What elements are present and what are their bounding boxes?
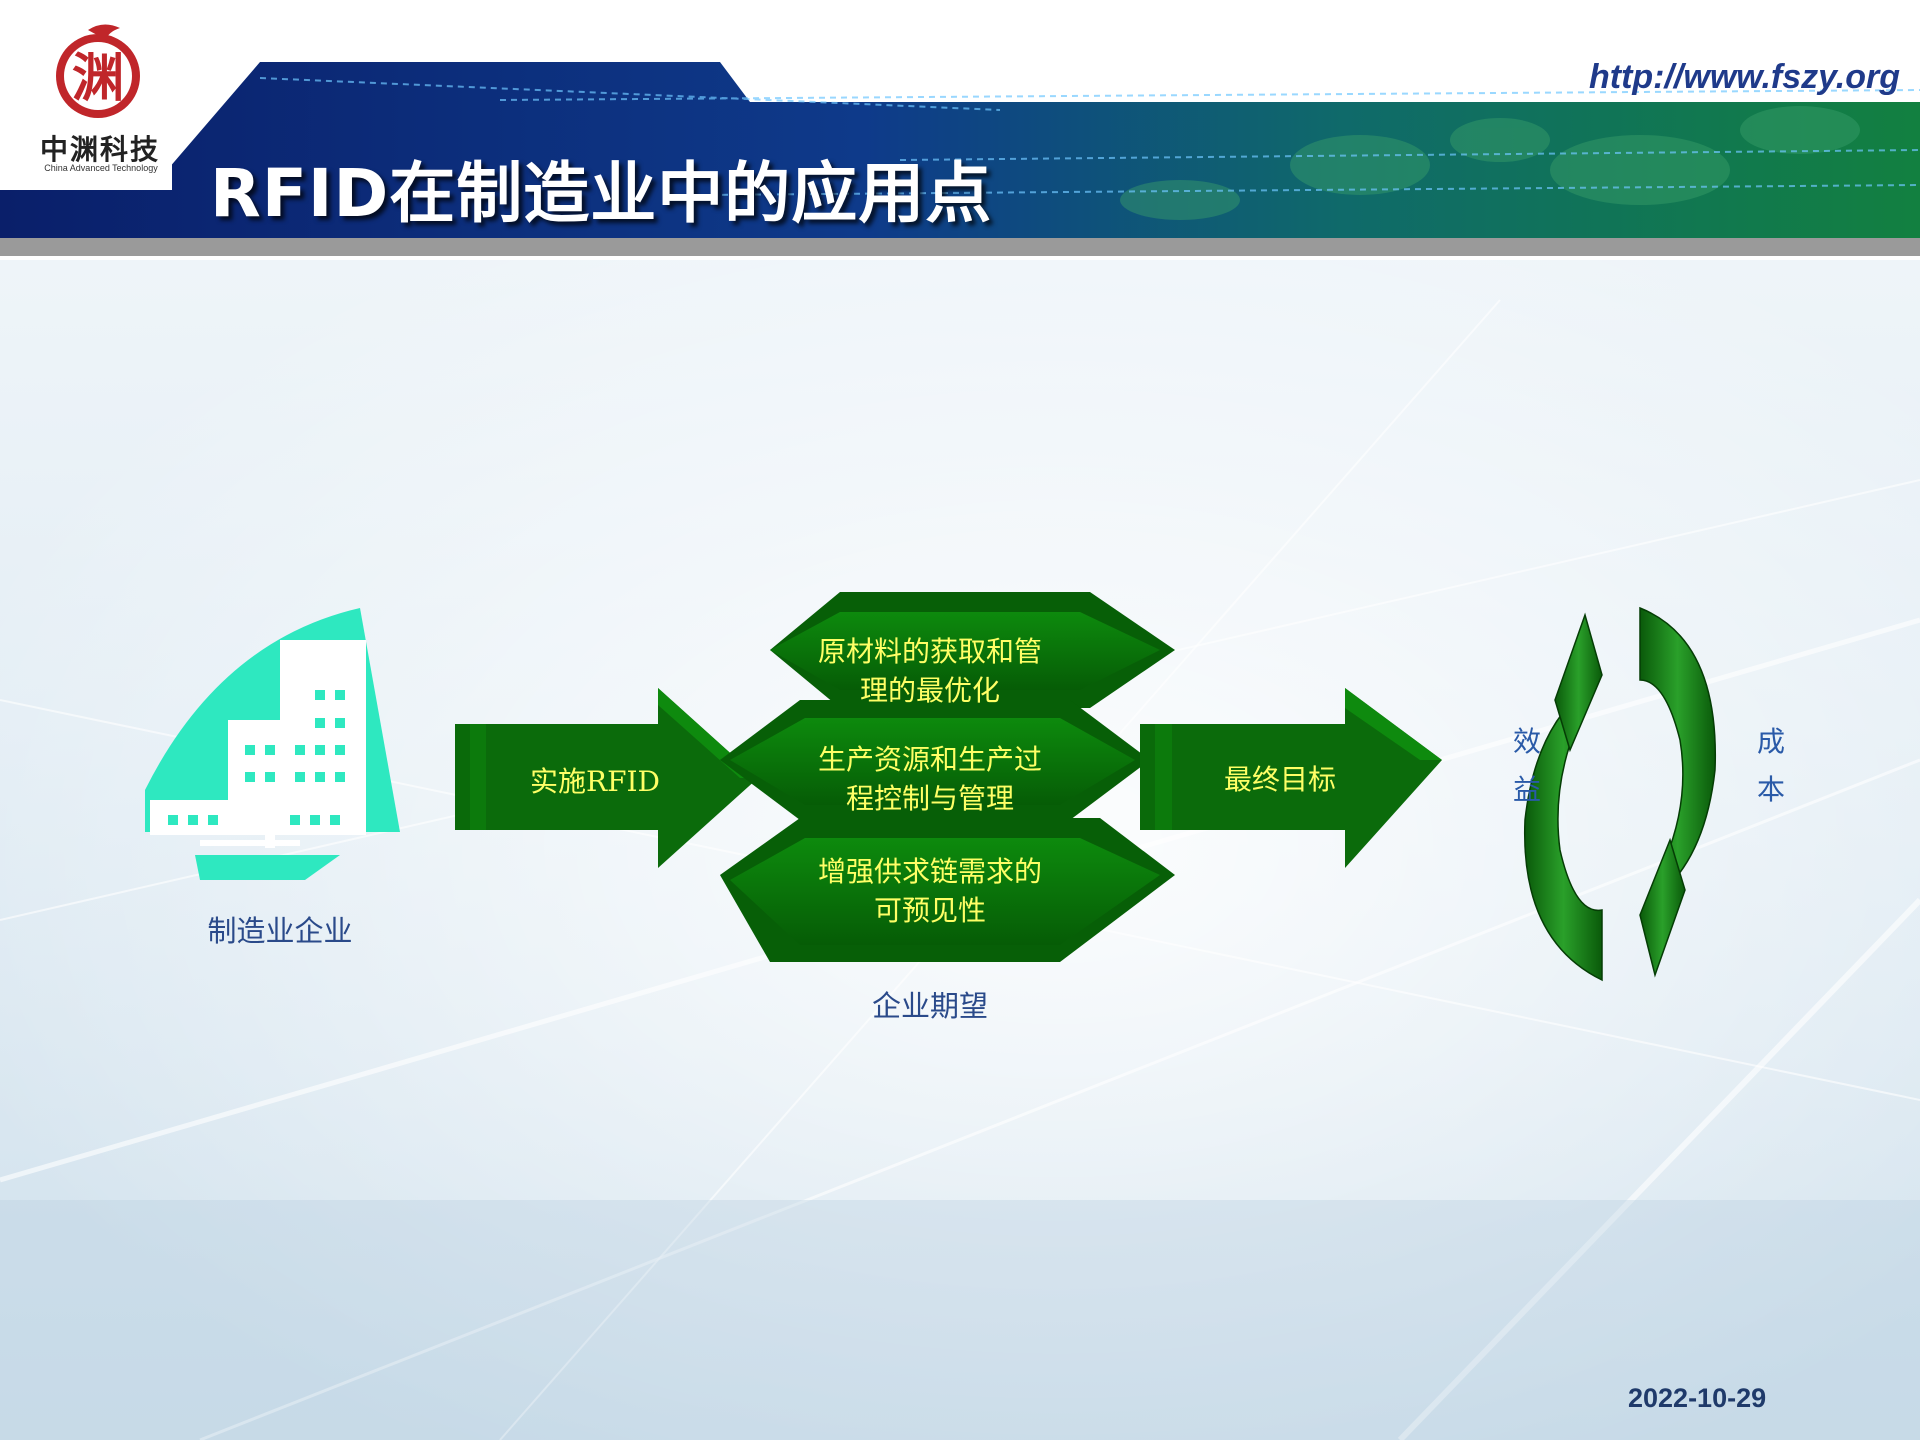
expectation-hexagons [720,592,1175,962]
expectation-item-3: 增强供求链需求的可预见性 [817,855,1042,927]
slide-date: 2022-10-29 [1628,1383,1767,1413]
expectation-item-2: 生产资源和生产过程控制与管理 [817,743,1042,815]
implement-rfid-label: 实施RFID [529,765,661,798]
cycle-arrows-icon [1523,606,1717,982]
logo-subtitle: China Advanced Technology [44,163,158,173]
logo-text: 中渊科技 [39,133,160,166]
expectation-caption: 企业期望 [871,989,988,1023]
enterprise-label: 制造业企业 [207,914,353,948]
logo-seal-icon: 渊 [56,24,140,118]
final-goal-label: 最终目标 [1223,763,1336,796]
header-banner [0,0,1920,260]
svg-text:渊: 渊 [72,48,124,109]
slide-title: RFID在制造业中的应用点 [210,155,993,232]
cost-label: 成本 [1756,725,1785,806]
implement-rfid-arrow [455,688,758,868]
benefit-label: 效益 [1512,725,1541,806]
final-goal-arrow [1140,688,1442,868]
expectation-item-1: 原材料的获取和管理的最优化 [817,635,1042,707]
site-url[interactable]: http://www.fszy.org [1588,58,1900,96]
factory-building-icon [145,608,400,880]
